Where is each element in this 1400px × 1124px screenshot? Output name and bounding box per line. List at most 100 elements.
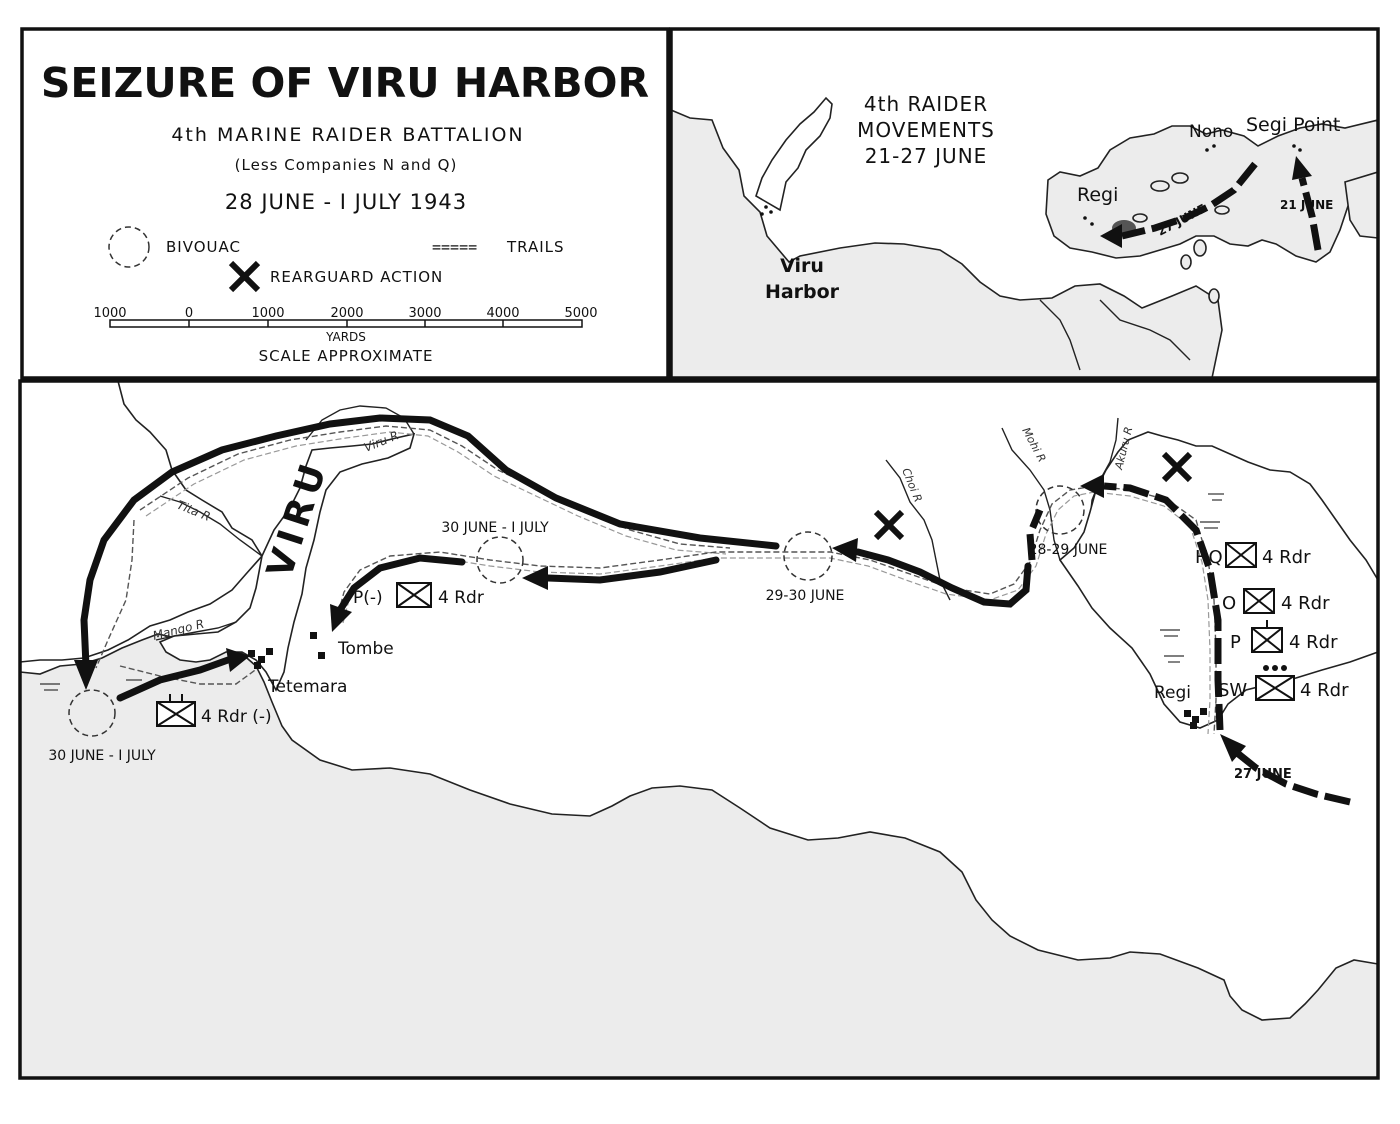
inset-map: 4th RAIDER MOVEMENTS 21-27 JUNE Viru Har… xyxy=(669,27,1380,380)
movement-arrow-to-center xyxy=(544,556,720,584)
inset-date-21-june: 21 JUNE xyxy=(1280,198,1333,212)
trails-legend-label: TRAILS xyxy=(506,238,565,256)
unit-p-prefix: P xyxy=(1230,632,1241,653)
movement-arrow-mohi xyxy=(1026,508,1044,561)
date-range: 28 JUNE - I JULY 1943 xyxy=(225,190,467,214)
inset-frame xyxy=(669,27,1380,380)
village-regi xyxy=(1184,708,1207,729)
unit-p-label: 4 Rdr xyxy=(1289,632,1338,653)
swamp-marks xyxy=(40,493,1224,691)
village-tombe xyxy=(310,632,325,659)
movement-arrow-north-loop xyxy=(80,414,780,670)
unit-symbol-sw xyxy=(1255,665,1295,701)
unit-sw-label: 4 Rdr xyxy=(1300,680,1349,701)
place-regi: Regi xyxy=(1154,683,1191,703)
inset-segi-point-label: Segi Point xyxy=(1246,114,1340,136)
bivouac-label-choi: 29-30 JUNE xyxy=(766,588,845,604)
bivouac-west xyxy=(68,689,116,737)
scale-tick-label: 1000 xyxy=(251,306,284,321)
unit-o-label: 4 Rdr xyxy=(1281,593,1330,614)
bivouac-mohi xyxy=(1035,485,1085,535)
inset-island xyxy=(1180,254,1192,270)
river-label-mohi: Mohi R xyxy=(1019,425,1048,464)
river-choi xyxy=(885,459,951,601)
unit-hq-prefix: HQ xyxy=(1195,547,1223,568)
inset-island xyxy=(1150,180,1170,192)
inset-island xyxy=(1214,205,1230,215)
unit-note: (Less Companies N and Q) xyxy=(235,156,458,174)
land-west xyxy=(20,381,263,663)
main-frame xyxy=(18,379,1380,1080)
inset-river xyxy=(1039,299,1081,371)
inset-title-line2: MOVEMENTS xyxy=(857,118,995,142)
inset-arrow-21-june xyxy=(1298,177,1322,251)
inset-title-line3: 21-27 JUNE xyxy=(865,144,988,168)
bivouac-center xyxy=(476,536,524,584)
river-mango xyxy=(155,621,237,641)
land-east-peninsula xyxy=(1058,431,1378,729)
movement-arrow-landing xyxy=(1233,749,1351,806)
inset-land-ne xyxy=(1344,171,1378,239)
unit-o-prefix: O xyxy=(1222,593,1236,614)
scale-tick-label: 0 xyxy=(185,306,193,321)
movement-arrow-to-tetemara xyxy=(116,656,232,702)
unit-pminus-label: 4 Rdr xyxy=(438,588,484,608)
map-title: SEIZURE OF VIRU HARBOR xyxy=(41,59,649,107)
place-tetemara: Tetemara xyxy=(267,677,347,697)
bivouac-label-center: 30 JUNE - I JULY xyxy=(441,520,549,536)
inset-island xyxy=(1132,213,1148,223)
trails-legend-symbol: ===== xyxy=(432,238,477,256)
unit-symbol-o xyxy=(1243,588,1275,614)
inset-island xyxy=(1193,239,1207,257)
inset-land-west xyxy=(671,109,1223,378)
inset-title-line1: 4th RAIDER xyxy=(864,92,988,116)
unit-hq-label: 4 Rdr xyxy=(1262,547,1311,568)
arrowhead-choi xyxy=(832,538,858,562)
inset-island xyxy=(1208,288,1220,304)
rearguard-mark-choi xyxy=(873,509,905,541)
date-label-27-june: 27 JUNE xyxy=(1234,767,1292,782)
bivouac-choi xyxy=(783,531,833,581)
arrowhead-tetemara xyxy=(226,648,250,672)
arrowhead-west-bivouac xyxy=(74,660,98,690)
arrowhead-tombe xyxy=(330,604,352,632)
inset-island xyxy=(1171,172,1189,184)
inset-arrow-27-june xyxy=(1121,161,1258,240)
unit-symbol-west xyxy=(156,694,196,727)
scale-tick-label: 2000 xyxy=(330,306,363,321)
inset-arrowhead-21-june xyxy=(1292,156,1312,180)
trail-tetemara xyxy=(119,665,259,685)
inset-nono-label: Nono xyxy=(1189,122,1233,142)
unit-sw-prefix: SW xyxy=(1218,680,1247,701)
scale-tick-label: 1000 xyxy=(93,306,126,321)
inset-arrowhead-27-june xyxy=(1100,224,1122,248)
inset-regi-label: Regi xyxy=(1077,184,1118,206)
unit-pminus-prefix: P(-) xyxy=(353,588,383,608)
arrowhead-mohi xyxy=(1080,474,1104,498)
movement-arrow-east-column xyxy=(1103,482,1224,731)
inset-viru-label-1: Viru xyxy=(780,255,824,277)
bivouac-label-mohi: 28-29 JUNE xyxy=(1029,542,1108,558)
legend-panel: SEIZURE OF VIRU HARBOR 4th MARINE RAIDER… xyxy=(20,27,670,380)
movement-arrow-choi xyxy=(854,548,1032,608)
rearguard-legend-symbol xyxy=(228,260,261,293)
inset-harbor-land xyxy=(755,96,833,212)
main-map: VIRU Viru R Tita R Mango R Choi R Mohi R… xyxy=(18,379,1380,1080)
trail-south xyxy=(335,485,1217,735)
scale-tick-label: 4000 xyxy=(486,306,519,321)
scale-units: YARDS xyxy=(325,330,366,344)
village-tetemara xyxy=(248,648,273,669)
unit-symbol-pminus xyxy=(396,582,432,608)
unit-west-label: 4 Rdr (-) xyxy=(201,707,272,727)
bivouac-legend-symbol xyxy=(108,226,150,268)
inset-viru-label-2: Harbor xyxy=(765,281,840,303)
movement-arrow-to-tombe xyxy=(336,554,466,614)
rearguard-mark-akuru xyxy=(1161,451,1193,483)
arrowhead-center xyxy=(522,566,548,590)
inset-river xyxy=(1099,299,1191,361)
scale-tick-label: 5000 xyxy=(564,306,597,321)
place-tombe: Tombe xyxy=(337,639,394,659)
scale-tick-label: 3000 xyxy=(408,306,441,321)
river-tita xyxy=(159,495,263,557)
